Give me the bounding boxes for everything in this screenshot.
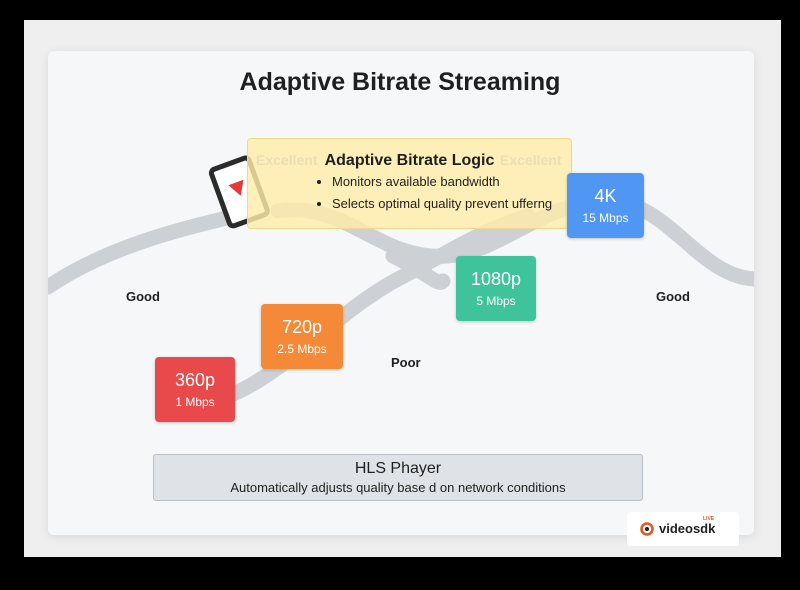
logic-bullets: Monitors available bandwidth Selects opt… [316,171,552,215]
quality-resolution: 1080p [470,269,522,289]
quality-resolution: 4K [594,186,617,206]
quality-bitrate: 15 Mbps [582,211,629,225]
player-title: HLS Phayer [354,460,442,477]
network-label-poor: Poor [391,355,421,370]
logo-tag: LIVE [703,516,715,522]
network-label-good-left: Good [126,289,160,304]
network-label-excellent-right-overlay: Excellent [500,152,562,168]
road-mid-upper [385,248,451,290]
videosdk-logo: videosdk LIVE [627,512,739,546]
videosdk-logo-icon [640,522,654,536]
network-label-excellent-left-overlay: Excellent [256,152,318,168]
logo-name: videosdk [659,521,716,536]
logic-bullet: Selects optimal quality prevent ufferng [332,193,552,215]
logic-bullet: Monitors available bandwidth [332,171,552,193]
quality-bitrate: 5 Mbps [476,294,516,308]
quality-box-720p: 720p 2.5 Mbps [261,304,343,369]
quality-box-360p: 360p 1 Mbps [155,357,235,422]
hls-player-box: HLS Phayer Automatically adjusts quality… [153,454,643,501]
quality-bitrate: 1 Mbps [175,395,215,409]
quality-bitrate: 2.5 Mbps [277,342,327,356]
adaptive-logic-box: Adaptive Bitrate Logic Monitors availabl… [247,138,572,229]
quality-resolution: 720p [281,317,323,337]
logic-title: Adaptive Bitrate Logic [324,152,495,169]
quality-resolution: 360p [174,370,216,390]
quality-box-4k: 4K 15 Mbps [567,173,644,238]
player-subtitle: Automatically adjusts quality base d on … [230,480,566,495]
quality-box-1080p: 1080p 5 Mbps [456,256,536,321]
network-label-good-right: Good [656,289,690,304]
page-title: Adaptive Bitrate Streaming [239,68,561,96]
